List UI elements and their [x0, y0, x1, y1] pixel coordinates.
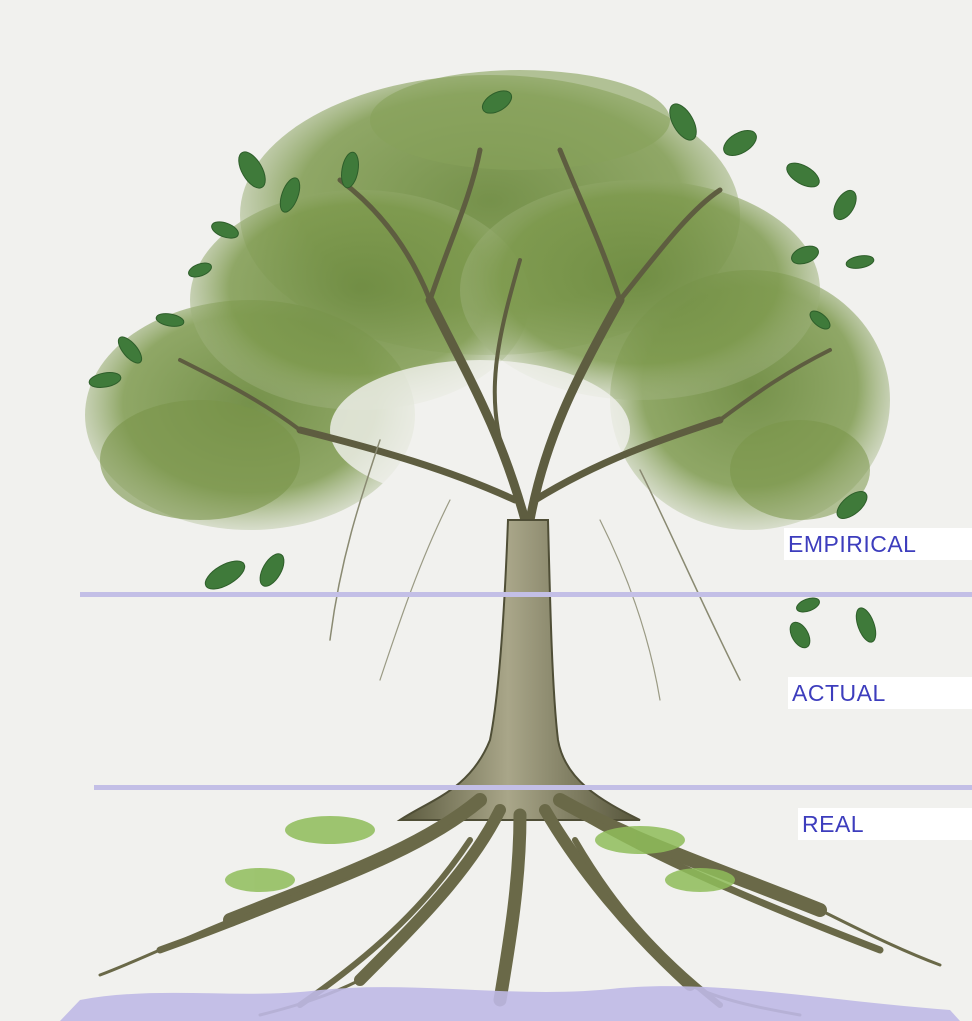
empirical-actual-divider — [80, 592, 972, 597]
actual-label: ACTUAL — [792, 680, 886, 707]
real-label: REAL — [802, 811, 864, 838]
empirical-label: EMPIRICAL — [788, 531, 916, 558]
actual-real-divider — [94, 785, 972, 790]
